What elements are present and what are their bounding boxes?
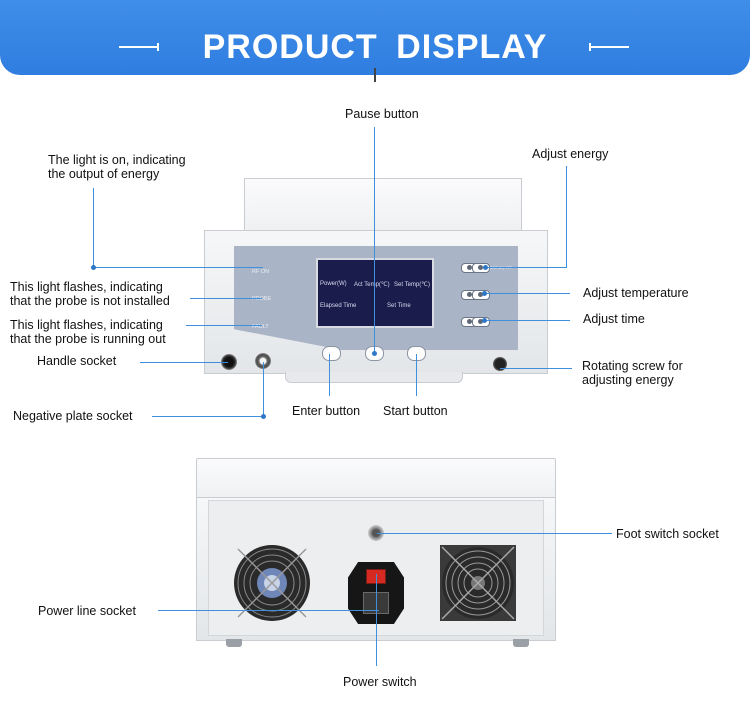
label-probe-1: This light flashes, indicating <box>10 280 163 294</box>
device-front-lid <box>244 178 522 232</box>
negative-plate-socket[interactable] <box>255 353 271 369</box>
page-title: PRODUCT DISPLAY <box>202 28 548 66</box>
rotating-screw-knob[interactable] <box>493 357 507 371</box>
leader-line-foot-switch <box>377 533 612 534</box>
screen-elapsed-label: Elapsed Time <box>320 303 357 309</box>
cooling-fan-left-icon <box>234 545 310 621</box>
label-adjust-energy: Adjust energy <box>532 147 609 161</box>
adjust-temperature-key-plus[interactable] <box>472 290 490 300</box>
label-light-on-2: the output of energy <box>48 167 160 181</box>
enter-button[interactable] <box>322 346 341 361</box>
label-power-line-socket: Power line socket <box>38 604 136 618</box>
device-rear-foot-left <box>226 639 242 647</box>
screen-power-label: Power(W) <box>320 281 347 287</box>
label-adjust-time: Adjust time <box>583 312 645 326</box>
leader-line-enter <box>329 354 330 396</box>
leader-line-light-on-v <box>93 188 94 268</box>
label-handle-socket: Handle socket <box>37 354 117 368</box>
device-front-bottom-notch <box>285 372 463 383</box>
leader-line-probe <box>190 298 262 299</box>
leader-line-negative-v <box>263 362 264 417</box>
screen-set-temp-label: Set Temp(℃) <box>394 282 430 288</box>
label-screw-2: adjusting energy <box>582 373 674 387</box>
label-adjust-temperature: Adjust temperature <box>583 286 689 300</box>
leader-dot-time <box>482 318 487 323</box>
banner-decoration-left <box>119 43 159 51</box>
label-fault-2: that the probe is running out <box>10 332 166 346</box>
label-foot-switch-socket: Foot switch socket <box>616 527 719 541</box>
label-screw-1: Rotating screw for <box>582 359 683 373</box>
leader-line-energy-h <box>485 267 567 268</box>
device-rear-lid <box>196 458 556 500</box>
leader-dot-energy <box>483 265 488 270</box>
device-rear-foot-right <box>513 639 529 647</box>
label-start-button: Start button <box>383 404 448 418</box>
label-power-switch: Power switch <box>343 675 417 689</box>
lcd-screen <box>316 258 434 328</box>
leader-line-power-line <box>158 610 379 611</box>
leader-line-fault <box>186 325 262 326</box>
leader-line-negative-h <box>152 416 263 417</box>
leader-line-screw <box>500 368 572 369</box>
handle-socket[interactable] <box>221 354 237 370</box>
label-pause-button: Pause button <box>345 107 419 121</box>
leader-line-light-on-h <box>93 267 263 268</box>
leader-line-handle <box>140 362 228 363</box>
leader-line-power-switch <box>376 574 377 666</box>
leader-line-pause <box>374 127 375 351</box>
label-probe-2: that the probe is not installed <box>10 294 170 308</box>
leader-line-energy-v <box>566 166 567 267</box>
label-enter-button: Enter button <box>292 404 361 418</box>
leader-dot-pause <box>372 351 377 356</box>
leader-line-time <box>484 320 570 321</box>
adjust-time-key-plus[interactable] <box>472 317 490 327</box>
indicator-probe: PROBE <box>252 296 272 302</box>
leader-dot-negative <box>261 414 266 419</box>
leader-dot-light-on <box>91 265 96 270</box>
label-negative-plate: Negative plate socket <box>13 409 133 423</box>
indicator-fault: FAULT <box>252 324 269 330</box>
indicator-rf-on: RF ON <box>252 269 270 275</box>
leader-dot-temperature <box>482 291 487 296</box>
header-banner <box>0 0 750 75</box>
cooling-fan-right-icon <box>440 545 516 621</box>
screen-set-time-label: Set Time <box>387 303 411 309</box>
foot-switch-socket[interactable] <box>368 525 384 541</box>
leader-line-temperature <box>484 293 570 294</box>
screen-act-temp-label: Act Temp(℃) <box>354 282 390 288</box>
leader-line-start <box>416 354 417 396</box>
label-fault-1: This light flashes, indicating <box>10 318 163 332</box>
banner-tick <box>374 68 376 82</box>
banner-decoration-right <box>589 43 629 51</box>
adjust-energy-key-plus[interactable] <box>472 263 490 273</box>
label-light-on-1: The light is on, indicating <box>48 153 186 167</box>
